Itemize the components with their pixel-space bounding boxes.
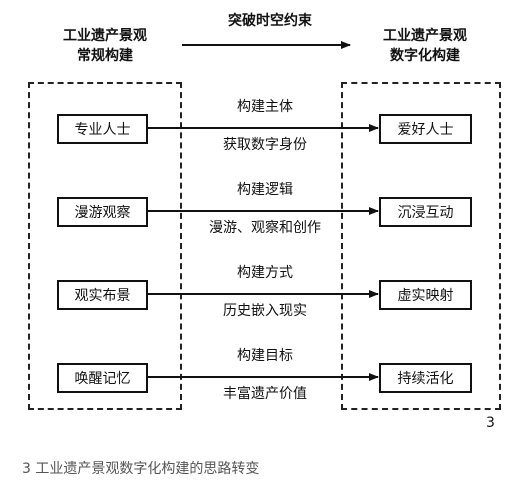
right-header: 工业遗产景观 数字化构建 [360,26,490,66]
row1-bottom-label: 获取数字身份 [223,137,307,153]
right-dashed-container [341,82,501,410]
left-header-line1: 工业遗产景观 [63,28,147,44]
left-dashed-container [28,82,182,410]
right-header-line2: 数字化构建 [390,48,460,64]
row3-top-label: 构建方式 [237,265,293,281]
row1-top-label: 构建主体 [237,99,293,115]
row2-top-label: 构建逻辑 [237,182,293,198]
left-box-staging: 观实布景 [57,280,148,310]
figure-number: 3 [486,415,495,431]
row2-bottom-label: 漫游、观察和创作 [209,220,321,236]
figure-caption: 3 工业遗产景观数字化构建的思路转变 [22,461,260,477]
row3-bottom-label: 历史嵌入现实 [223,303,307,319]
left-box-memory: 唤醒记忆 [57,363,148,393]
right-box-mapping: 虚实映射 [379,280,472,310]
row4-bottom-label: 丰富遗产价值 [223,386,307,402]
row4-top-label: 构建目标 [237,348,293,364]
left-box-professionals: 专业人士 [57,114,148,144]
right-box-activation: 持续活化 [379,363,472,393]
right-box-immersive: 沉浸互动 [379,197,472,227]
right-box-enthusiasts: 爱好人士 [379,114,472,144]
left-header: 工业遗产景观 常规构建 [40,26,170,66]
right-header-line1: 工业遗产景观 [383,28,467,44]
left-header-line2: 常规构建 [77,48,133,64]
left-box-roaming: 漫游观察 [57,197,148,227]
top-arrow-label: 突破时空约束 [228,13,312,29]
